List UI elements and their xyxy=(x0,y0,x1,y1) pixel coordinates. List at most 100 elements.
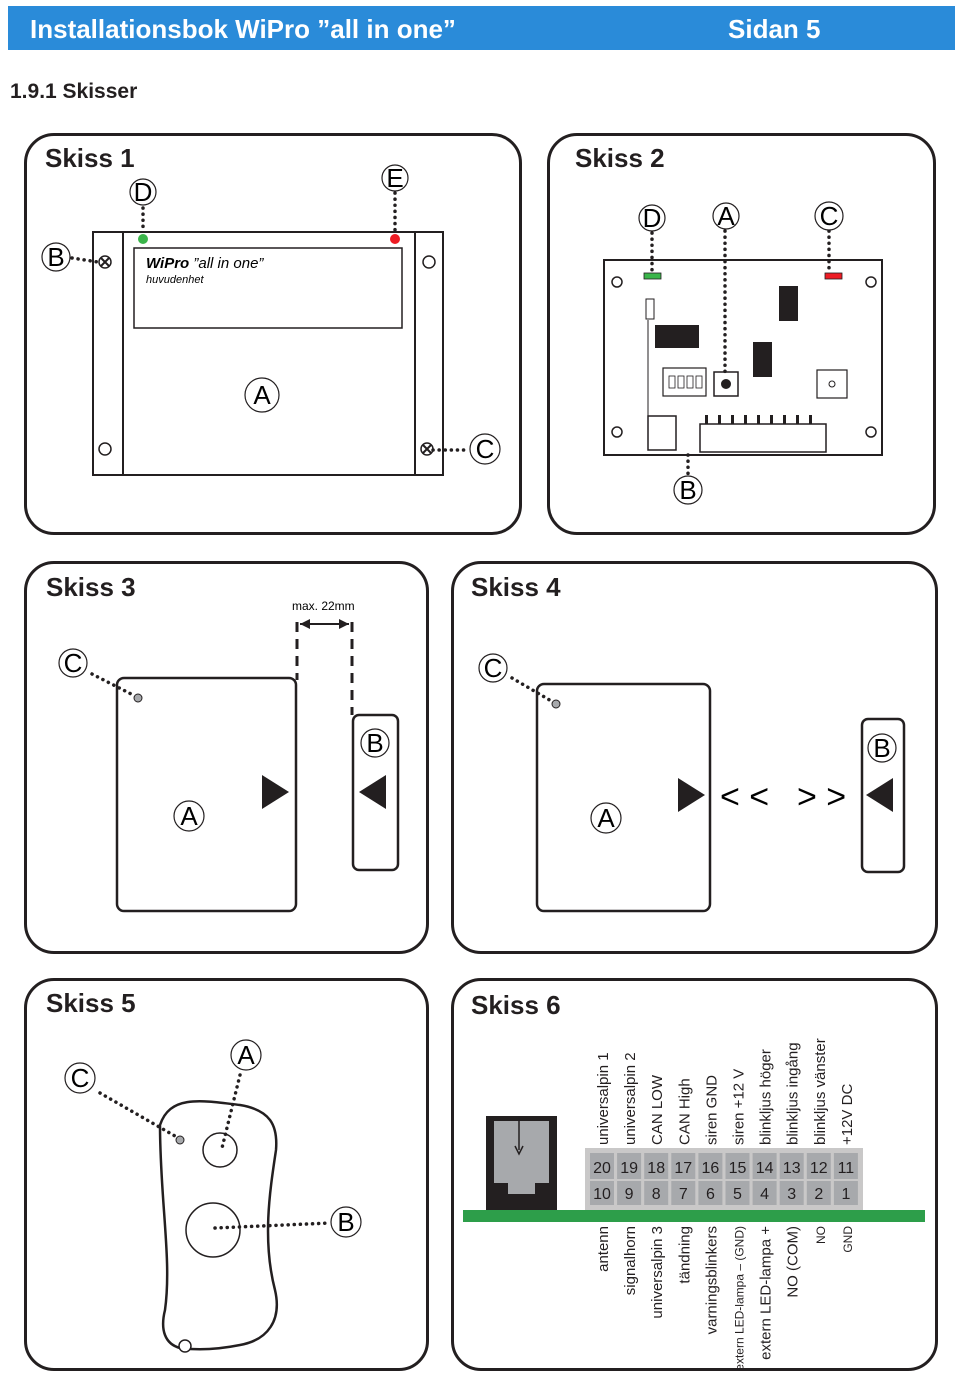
skiss2-label-c: C xyxy=(820,201,839,231)
arrows-right-text: > > xyxy=(797,778,846,816)
pin-number: 15 xyxy=(729,1160,747,1177)
skiss2-drawing: D A C B xyxy=(603,201,883,505)
mount-hole xyxy=(422,255,436,269)
skiss5-title: Skiss 5 xyxy=(46,988,136,1018)
pin-cell xyxy=(752,1153,777,1179)
pin-cell xyxy=(644,1181,669,1205)
label-c: C xyxy=(476,434,495,464)
pin-cell xyxy=(590,1181,614,1205)
pin-number: 19 xyxy=(620,1160,638,1177)
pin-cell xyxy=(833,1181,858,1205)
pcb-strip xyxy=(463,1210,925,1222)
pin-number: 18 xyxy=(647,1160,665,1177)
pin-number: 14 xyxy=(756,1160,774,1177)
skiss2-label-d: D xyxy=(643,203,662,233)
pin-label-top: blinkljus vänster xyxy=(812,1038,829,1145)
pin-label-bottom: extern LED-lampa + xyxy=(758,1226,775,1360)
pin-cell xyxy=(671,1181,696,1205)
arrow-right-icon xyxy=(678,778,705,812)
pin-number: 3 xyxy=(787,1186,796,1203)
pin-label-bottom: universalpin 3 xyxy=(649,1226,666,1319)
label-a: A xyxy=(253,380,271,410)
pin-cell xyxy=(725,1153,750,1179)
push-button xyxy=(713,371,739,397)
skiss4-label-a: A xyxy=(597,803,615,833)
pin-number: 8 xyxy=(652,1186,661,1203)
section-title: 1.9.1 Skisser xyxy=(10,80,138,103)
pin-cell xyxy=(779,1153,804,1179)
pin-label-top: blinkljus höger xyxy=(758,1049,775,1145)
skiss5-label-c: C xyxy=(71,1063,90,1093)
max-distance-label: max. 22mm xyxy=(292,599,355,613)
pin-cell xyxy=(698,1181,723,1205)
pin-cell xyxy=(644,1153,669,1179)
pin-label-bottom: NO (COM) xyxy=(785,1226,802,1298)
terminal-block xyxy=(699,423,827,453)
skiss2-label-b: B xyxy=(679,475,696,505)
skiss5-label-b: B xyxy=(337,1207,354,1237)
pin-number: 2 xyxy=(814,1186,823,1203)
pin-label-bottom: antenn xyxy=(595,1226,612,1272)
pin-number: 17 xyxy=(674,1160,692,1177)
pin-number: 16 xyxy=(702,1160,720,1177)
pin-label-top: siren +12 V xyxy=(731,1069,748,1145)
screw-icon xyxy=(98,255,112,269)
pin-cell xyxy=(698,1153,723,1179)
pin-label-top: CAN LOW xyxy=(649,1074,666,1145)
pin-cell xyxy=(671,1153,696,1179)
pin-number: 6 xyxy=(706,1186,715,1203)
pin-label-bottom: varningsblinkers xyxy=(703,1226,720,1334)
skiss3-label-b: B xyxy=(366,728,383,758)
screw-icon xyxy=(420,442,434,456)
pin-cell xyxy=(833,1153,858,1179)
remote-button-small xyxy=(202,1132,238,1168)
skiss1-drawing: WiPro ”all in one” huvudenhet D E B A C xyxy=(41,163,501,476)
skiss3-label-a: A xyxy=(180,801,198,831)
led-green-icon xyxy=(138,234,148,244)
document-title: Installationsbok WiPro ”all in one” xyxy=(30,14,456,44)
pin-cell xyxy=(617,1153,642,1179)
arrows-left-text: < < xyxy=(720,778,769,816)
device-name-suffix: ”all in one” xyxy=(193,255,264,272)
pin-cell xyxy=(752,1181,777,1205)
skiss3-drawing: max. 22mm C B A xyxy=(58,599,400,913)
skiss5-drawing: C A B xyxy=(64,1039,362,1353)
remote-button-large xyxy=(185,1202,241,1258)
pin-number: 10 xyxy=(593,1186,611,1203)
page-number: Sidan 5 xyxy=(728,14,821,44)
pin-cell xyxy=(725,1181,750,1205)
skiss6-title: Skiss 6 xyxy=(471,990,561,1020)
pin-cell xyxy=(806,1181,831,1205)
device-name: WiPro xyxy=(146,255,189,272)
unit-label-plate xyxy=(133,247,403,329)
pin-number: 5 xyxy=(733,1186,742,1203)
pin-number: 4 xyxy=(760,1186,769,1203)
pin-number: 9 xyxy=(625,1186,634,1203)
pin-label-bottom: NO xyxy=(814,1226,828,1244)
arrow-left-icon xyxy=(866,778,893,812)
pin-label-bottom: signalhorn xyxy=(622,1226,639,1295)
skiss1-title: Skiss 1 xyxy=(45,143,135,173)
device-a xyxy=(535,682,712,913)
pin-label-top: universalpin 1 xyxy=(595,1052,612,1145)
skiss4-label-b: B xyxy=(873,733,890,763)
svg-text:WiPro ”all in one”: WiPro ”all in one” xyxy=(146,255,264,272)
pin-label-top: siren GND xyxy=(703,1075,720,1145)
skiss2-label-a: A xyxy=(717,201,735,231)
skiss4-drawing: < < > > C B A xyxy=(478,653,906,913)
pin-number: 7 xyxy=(679,1186,688,1203)
page-header: Installationsbok WiPro ”all in one” Sida… xyxy=(8,6,955,50)
pin-cell xyxy=(806,1153,831,1179)
device-subtitle: huvudenhet xyxy=(146,274,204,286)
skiss3-label-c: C xyxy=(64,648,83,678)
pin-cell xyxy=(590,1153,614,1179)
skiss2-title: Skiss 2 xyxy=(575,143,665,173)
skiss4-title: Skiss 4 xyxy=(471,572,561,602)
label-d: D xyxy=(134,177,153,207)
pin-label-top: CAN High xyxy=(676,1078,693,1145)
label-b: B xyxy=(47,242,64,272)
pin-label-top: +12V DC xyxy=(839,1084,856,1145)
pin-label-bottom: extern LED-lampa – (GND) xyxy=(733,1226,747,1371)
led-red-icon xyxy=(390,234,400,244)
